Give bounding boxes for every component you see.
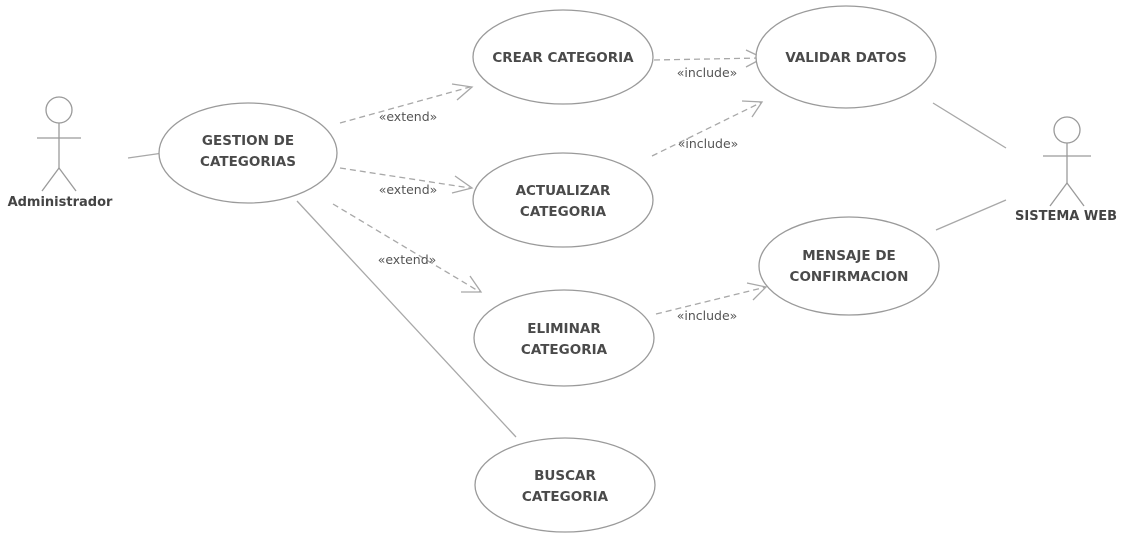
include-crear-validar-dependency: «include» [653, 49, 765, 80]
extend-eliminar-dependency: «extend» [332, 203, 483, 293]
actor-sistema-web-label: SISTEMA WEB [1015, 209, 1117, 224]
include-crear-validar-label: «include» [677, 65, 738, 80]
include-actualizar-validar-dependency: «include» [651, 100, 764, 157]
usecase-crear-categoria: CREAR CATEGORIA [472, 9, 654, 105]
usecase-actualizar-categoria: ACTUALIZAR CATEGORIA [472, 152, 654, 248]
extend-crear-label: «extend» [379, 109, 438, 124]
assoc-admin-gestion [127, 152, 164, 159]
usecase-gestion-categorias-line2: CATEGORIAS [200, 154, 296, 170]
usecase-crear-categoria-line1: CREAR CATEGORIA [492, 50, 634, 66]
actor-sistema-web-head [1053, 116, 1081, 144]
actor-sistema-web: SISTEMA WEB [1015, 116, 1117, 224]
assoc-validar-sistema [932, 102, 1007, 149]
usecase-gestion-categorias: GESTION DE CATEGORIAS [158, 102, 338, 204]
extend-eliminar-label: «extend» [378, 252, 437, 267]
usecase-gestion-categorias-line1: GESTION DE [202, 133, 294, 149]
usecase-eliminar-categoria-line2: CATEGORIA [521, 342, 608, 358]
actor-administrador: Administrador [8, 96, 113, 210]
usecase-mensaje-confirmacion: MENSAJE DE CONFIRMACION [758, 216, 940, 316]
usecase-validar-datos-line1: VALIDAR DATOS [785, 50, 906, 66]
usecase-buscar-categoria: BUSCAR CATEGORIA [474, 437, 656, 533]
usecase-mensaje-confirmacion-line2: CONFIRMACION [790, 269, 909, 285]
include-eliminar-mensaje-label: «include» [677, 308, 738, 323]
include-eliminar-mensaje-dependency: «include» [655, 282, 768, 323]
usecase-buscar-categoria-line1: BUSCAR [534, 468, 596, 484]
usecase-buscar-categoria-line2: CATEGORIA [522, 489, 609, 505]
include-actualizar-validar-label: «include» [678, 136, 739, 151]
usecase-mensaje-confirmacion-line1: MENSAJE DE [802, 248, 896, 264]
usecase-validar-datos: VALIDAR DATOS [755, 5, 937, 109]
usecase-actualizar-categoria-line1: ACTUALIZAR [516, 183, 611, 199]
usecase-actualizar-categoria-line2: CATEGORIA [520, 204, 607, 220]
actor-administrador-head [45, 96, 73, 124]
extend-actualizar-dependency: «extend» [339, 167, 474, 197]
assoc-mensaje-sistema [935, 199, 1007, 231]
extend-crear-dependency: «extend» [339, 83, 474, 124]
extend-actualizar-label: «extend» [379, 182, 438, 197]
assoc-gestion-buscar [296, 200, 517, 438]
usecase-eliminar-categoria: ELIMINAR CATEGORIA [473, 289, 655, 387]
actor-administrador-label: Administrador [8, 195, 113, 210]
usecase-eliminar-categoria-line1: ELIMINAR [527, 321, 601, 337]
